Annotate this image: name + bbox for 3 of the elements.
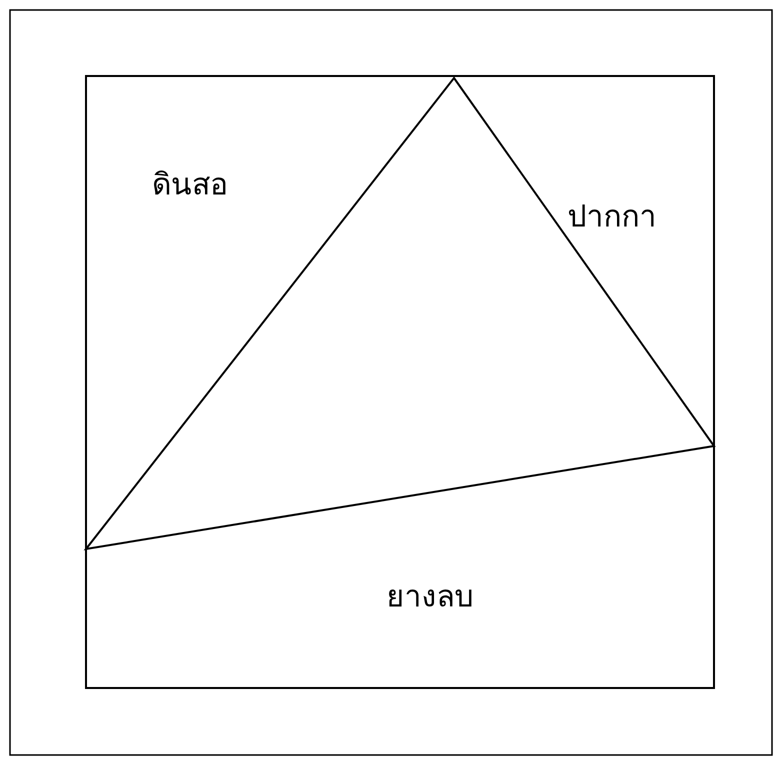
region-label: ปากกา: [568, 198, 656, 236]
region-label: ยางลบ: [386, 578, 474, 616]
region-label: ดินสอ: [152, 166, 228, 204]
